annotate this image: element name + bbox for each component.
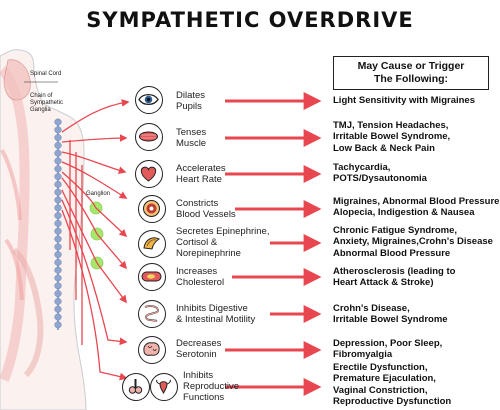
chain-ganglion-bead (54, 219, 62, 227)
heart-icon (135, 160, 163, 188)
diagram-title: SYMPATHETIC OVERDRIVE (86, 8, 414, 32)
chain-ganglion-bead (54, 290, 62, 298)
chain-ganglion-bead (54, 204, 62, 212)
eye-icon (135, 86, 163, 114)
chain-ganglion-bead (54, 305, 62, 313)
result-reproductive: Erectile Dysfunction,Premature Ejaculati… (333, 362, 452, 408)
chain-ganglion-bead (54, 243, 62, 251)
adrenal-gland-icon (138, 230, 166, 258)
chain-ganglion-bead (54, 126, 62, 134)
result-heart-rate: Tachycardia,POTS/Dysautonomia (333, 162, 427, 185)
brain-icon (138, 336, 166, 364)
chain-ganglion-bead (54, 258, 62, 266)
label-ganglion: Ganglion (86, 191, 111, 197)
chain-ganglion-bead (54, 235, 62, 243)
effect-digestion: Inhibits Digestive& Intestinal Motility (176, 303, 256, 325)
chain-ganglion-bead (54, 149, 62, 157)
trigger-header-line1: May Cause or Trigger (357, 60, 465, 72)
chain-ganglion-bead (54, 282, 62, 290)
human-body-figure (0, 49, 87, 410)
male-reproductive-icon (122, 373, 150, 401)
sympathetic-chain (54, 118, 62, 330)
chain-ganglion-bead (54, 266, 62, 274)
chain-ganglion-bead (54, 212, 62, 220)
chain-ganglion-bead (54, 188, 62, 196)
result-arrows (225, 92, 322, 396)
label-chain-of-ganglia: Chain of Sympathetic Ganglia (30, 93, 64, 113)
chain-ganglion-bead (54, 118, 62, 126)
label-spinal-cord: Spinal Cord (30, 71, 62, 77)
chain-ganglion-bead (54, 227, 62, 235)
intestine-icon (138, 300, 166, 328)
chain-ganglion-bead (54, 157, 62, 165)
result-dilates-pupils: Light Sensitivity with Migraines (333, 95, 475, 106)
chain-ganglion-bead (54, 196, 62, 204)
chain-ganglion-bead (54, 251, 62, 259)
result-tenses-muscle: TMJ, Tension Headaches,Irritable Bowel S… (333, 120, 451, 154)
chain-ganglion-bead (54, 173, 62, 181)
artery-plaque-icon (138, 263, 166, 291)
muscle-icon (135, 123, 163, 151)
chain-ganglion-bead (54, 297, 62, 305)
chain-ganglion-bead (54, 180, 62, 188)
chain-ganglion-bead (54, 274, 62, 282)
female-reproductive-icon (150, 373, 178, 401)
effect-epinephrine: Secretes Epinephrine,Cortisol &Norepinep… (176, 226, 270, 259)
chain-ganglion-bead (54, 165, 62, 173)
trigger-header-box: May Cause or Trigger The Following: (333, 56, 489, 90)
chain-ganglion-bead (54, 141, 62, 149)
chain-ganglion-bead (54, 313, 62, 321)
blood-vessel-icon (138, 195, 166, 223)
nerve-pathways (61, 99, 130, 381)
result-digestion: Crohn's Disease,Irritable Bowel Syndrome (333, 303, 448, 326)
result-serotonin: Depression, Poor Sleep,Fibromyalgia (333, 338, 443, 361)
trigger-header-line2: The Following: (373, 73, 449, 85)
chain-ganglion-bead (54, 321, 62, 329)
result-epinephrine: Chronic Fatigue Syndrome,Anxiety, Migrai… (333, 225, 493, 259)
chain-ganglion-bead (54, 134, 62, 142)
